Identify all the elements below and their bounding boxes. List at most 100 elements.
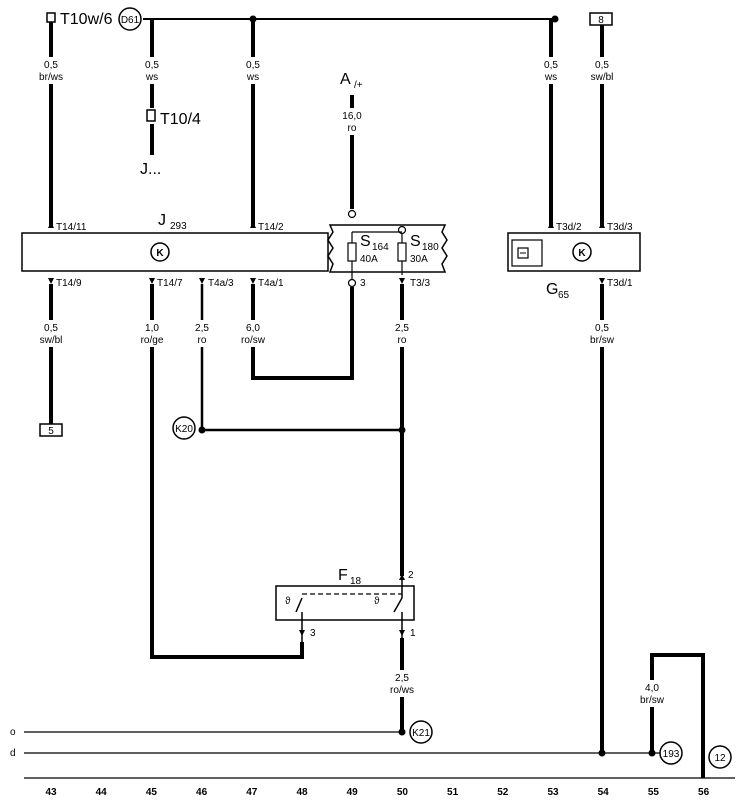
wire-color: br/sw [590, 335, 615, 346]
wire-label-47-bottom: 6,0 ro/sw [236, 320, 272, 347]
wire-color: ro/ge [141, 335, 164, 346]
g65-sub: 65 [558, 290, 570, 301]
ruler-number: 56 [698, 787, 710, 798]
wire-label-45-top: 0,5 ws [138, 57, 166, 84]
ground-point-193: 193 [659, 741, 683, 765]
wire-size: 1,0 [145, 323, 159, 334]
fuse-s180-label: S [410, 233, 421, 250]
wire-color: br/ws [39, 72, 63, 83]
reference-12-label: 12 [714, 753, 726, 764]
wire-color: ro [348, 123, 357, 134]
ruler-number: 54 [598, 787, 610, 798]
ruler-number: 51 [447, 787, 459, 798]
wire-size: 0,5 [595, 323, 609, 334]
ruler-number: 50 [397, 787, 409, 798]
wire-label-54-bottom: 0,5 br/sw [585, 320, 619, 347]
reference-12: 12 [708, 745, 732, 769]
wire-label-53-top: 0,5 ws [537, 57, 565, 84]
wire-label-45-bottom: 1,0 ro/ge [136, 320, 170, 347]
connector-d61: D61 [118, 7, 142, 31]
fuse-s180-symbol [397, 242, 407, 262]
pin-label: 3 [310, 628, 316, 639]
f18-sub: 18 [350, 576, 362, 587]
thermo-icon: ϑ [285, 596, 291, 607]
ruler-number: 43 [45, 787, 57, 798]
pin-label: 1 [410, 628, 416, 639]
wire-size: 6,0 [246, 323, 260, 334]
fuse-holder: S 164 40A S 180 30A 3 T3/3 [327, 209, 448, 289]
pin-label: T4a/1 [258, 278, 284, 289]
wire-label-43-top: 0,5 br/ws [36, 57, 68, 84]
connector-d61-label: D61 [121, 15, 140, 26]
fuse-s164-rating: 40A [360, 254, 378, 265]
wire-label-43-bottom: 0,5 sw/bl [34, 320, 68, 347]
g65-label: G [546, 281, 558, 298]
wire-color: ro [398, 335, 407, 346]
ruler-number: 47 [246, 787, 258, 798]
fuse-s164-label: S [360, 233, 371, 250]
connector-k21: K21 [409, 720, 433, 744]
feed-a-plus: A /+ 16,0 ro [336, 71, 368, 135]
fuse-s180-sub: 180 [422, 242, 439, 253]
pin-label: T3d/1 [607, 278, 633, 289]
connector-k20-label: K20 [175, 424, 193, 435]
connector-t10-4-label: T10/4 [160, 111, 201, 128]
fuse-s164-sub: 164 [372, 242, 389, 253]
wire-label-54-top: 0,5 sw/bl [585, 57, 619, 84]
wire-size: 16,0 [342, 111, 362, 122]
ruler-number: 48 [296, 787, 308, 798]
rail-label: d [10, 748, 16, 759]
ruler-number: 44 [96, 787, 108, 798]
j293-label: J [158, 212, 166, 229]
connector-box-8: 8 [589, 12, 613, 26]
wire-size: 0,5 [145, 60, 159, 71]
wire-size: 2,5 [395, 323, 409, 334]
wire-label-50-lower: 2,5 ro/ws [384, 670, 420, 697]
control-unit-symbol-icon: K [156, 248, 164, 259]
control-unit-j293: J 293 K T14/11 T14/2 T14/9 T14/7 T4a/3 T… [21, 212, 329, 289]
wire-size: 0,5 [544, 60, 558, 71]
pin-label: T3d/2 [556, 222, 582, 233]
j293-sub: 293 [170, 221, 187, 232]
connector-box-5: 5 [39, 423, 63, 437]
pin-label: T14/11 [56, 222, 87, 233]
wire-size: 0,5 [246, 60, 260, 71]
ruler-number: 53 [547, 787, 559, 798]
wire-label-55: 4,0 br/sw [634, 680, 670, 707]
connector-k20: K20 [172, 416, 196, 440]
wire-45-bottom [150, 284, 304, 659]
connector-box-8-label: 8 [598, 15, 604, 26]
pin-label: T14/7 [157, 278, 183, 289]
pin-label: T3/3 [410, 278, 430, 289]
feed-a-label: A [340, 71, 351, 88]
control-unit-j-reference: J... [140, 161, 161, 178]
junction-dot [551, 15, 559, 23]
wire-size: 2,5 [195, 323, 209, 334]
rail-label: o [10, 727, 16, 738]
pin-label: T14/2 [258, 222, 284, 233]
pin-label: 2 [408, 570, 414, 581]
wire-color: ro [198, 335, 207, 346]
wire-color: sw/bl [591, 72, 614, 83]
connector-box-5-label: 5 [48, 426, 54, 437]
connector-t10-4: T10/4 [146, 109, 201, 128]
wire-size: 4,0 [645, 683, 659, 694]
connector-k21-label: K21 [412, 728, 430, 739]
wire-color: ro/sw [241, 335, 266, 346]
pin-label: T14/9 [56, 278, 82, 289]
pin-label: T4a/3 [208, 278, 234, 289]
sensor-g65: K G 65 T3d/2 T3d/3 T3d/1 [507, 222, 641, 301]
ground-point-193-label: 193 [663, 749, 680, 760]
fuse-s180-rating: 30A [410, 254, 428, 265]
feed-a-sub: /+ [354, 80, 363, 91]
ruler-number: 55 [648, 787, 660, 798]
wire-size: 0,5 [44, 60, 58, 71]
ruler-number: 49 [347, 787, 359, 798]
wire-color: ws [246, 72, 259, 83]
wire-color: ws [544, 72, 557, 83]
wire-color: ro/ws [390, 685, 414, 696]
pin-label: T3d/3 [607, 222, 633, 233]
thermo-icon: ϑ [374, 596, 380, 607]
